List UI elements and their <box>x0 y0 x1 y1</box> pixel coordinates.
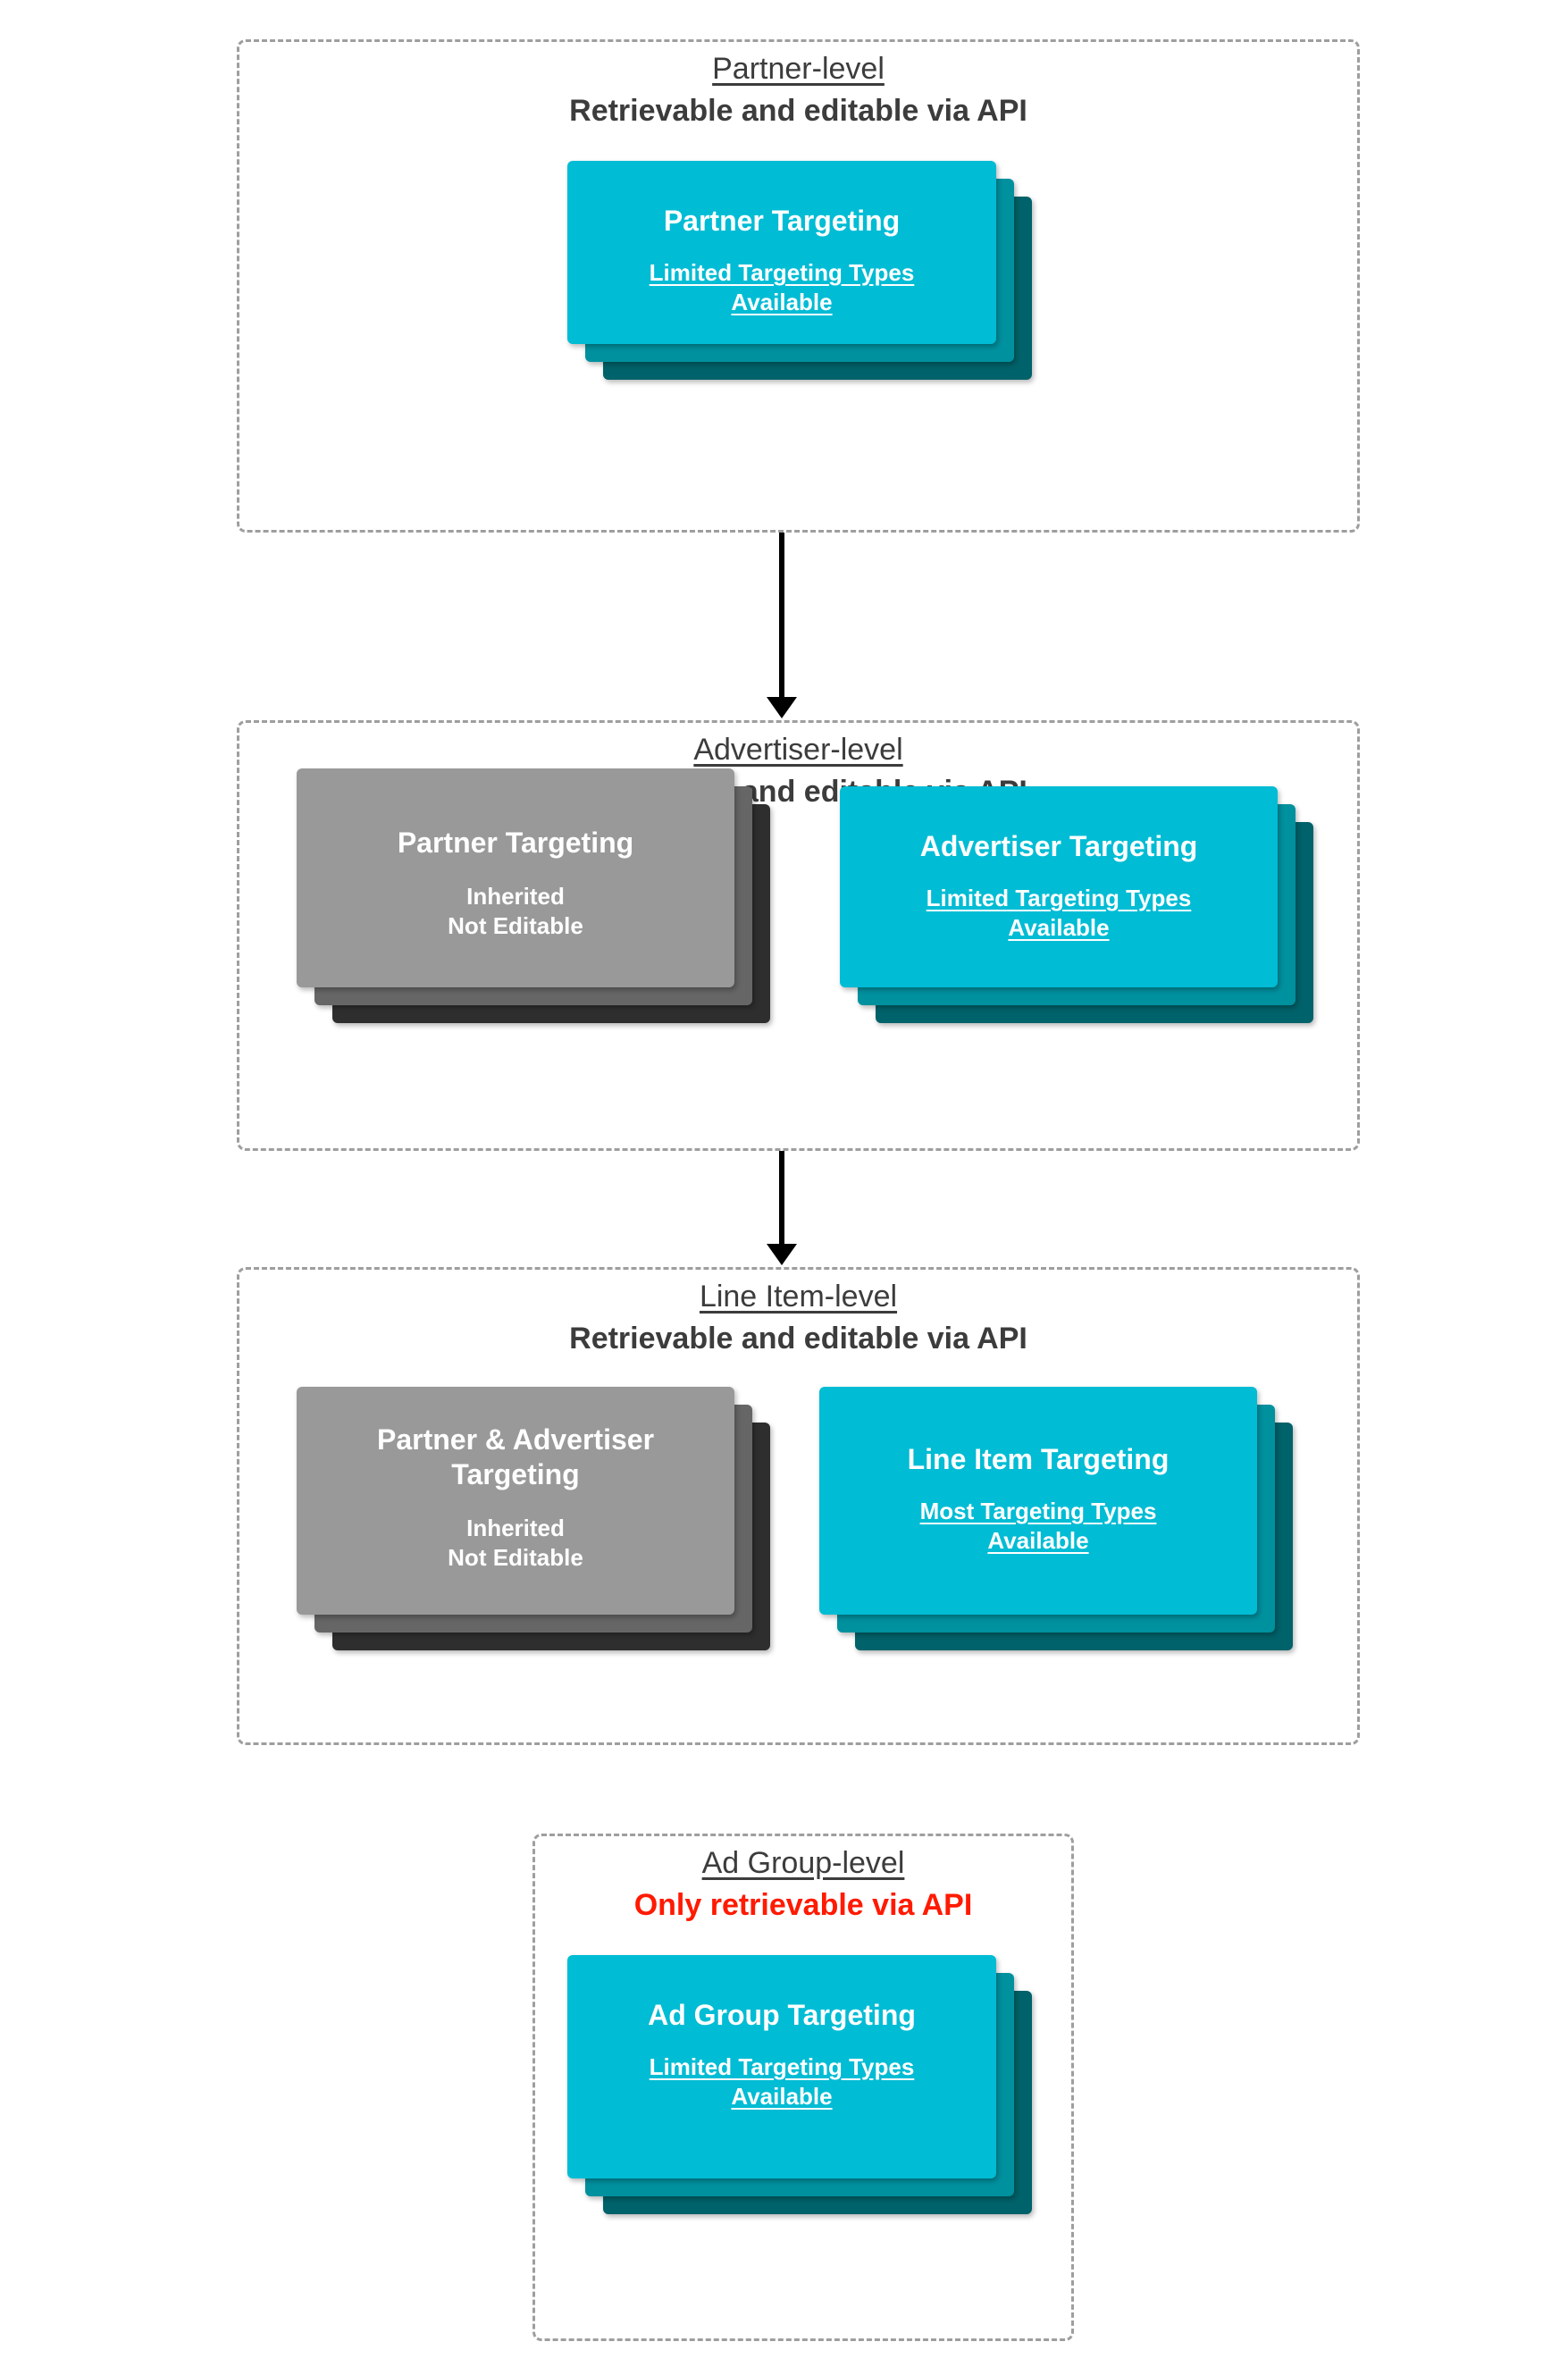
card-ad-group-targeting[interactable]: Ad Group Targeting Limited Targeting Typ… <box>567 1955 996 2178</box>
card-subtitle: Limited Targeting Types Available <box>926 885 1192 942</box>
card-stack-inherited-partner-targeting: Partner Targeting Inherited Not Editable <box>297 768 770 1028</box>
card-inherited-partner-advertiser-targeting[interactable]: Partner & Advertiser Targeting Inherited… <box>297 1387 734 1615</box>
level-heading-partner: Partner-level Retrievable and editable v… <box>237 50 1360 130</box>
card-stack-advertiser-targeting: Advertiser Targeting Limited Targeting T… <box>840 786 1313 1028</box>
level-container-line-item <box>237 1267 1360 1745</box>
card-title: Partner & Advertiser Targeting <box>376 1423 655 1491</box>
card-subtitle: Most Targeting Types Available <box>919 1498 1157 1555</box>
card-inherited-partner-targeting[interactable]: Partner Targeting Inherited Not Editable <box>297 768 734 987</box>
card-stack-ad-group-targeting: Ad Group Targeting Limited Targeting Typ… <box>567 1955 1032 2223</box>
card-stack-inherited-partner-advertiser-targeting: Partner & Advertiser Targeting Inherited… <box>297 1387 770 1655</box>
card-stack-partner-targeting: Partner Targeting Limited Targeting Type… <box>567 161 1032 380</box>
card-title: Partner Targeting <box>397 827 634 859</box>
connector-partner-to-advertiser <box>779 533 784 699</box>
level-heading-ad-group: Ad Group-level Only retrievable via API <box>532 1844 1074 1925</box>
level-name-partner: Partner-level <box>712 52 885 86</box>
card-stack-line-item-targeting: Line Item Targeting Most Targeting Types… <box>819 1387 1293 1655</box>
level-status-partner: Retrievable and editable via API <box>569 93 1027 128</box>
card-subtitle: Limited Targeting Types Available <box>649 259 915 316</box>
level-name-line-item: Line Item-level <box>699 1280 898 1314</box>
level-container-partner <box>237 39 1360 533</box>
level-container-advertiser <box>237 720 1360 1151</box>
level-name-ad-group: Ad Group-level <box>701 1846 905 1880</box>
level-container-ad-group <box>532 1834 1074 2341</box>
card-line-item-targeting[interactable]: Line Item Targeting Most Targeting Types… <box>819 1387 1257 1615</box>
card-title: Partner Targeting <box>663 205 901 237</box>
card-advertiser-targeting[interactable]: Advertiser Targeting Limited Targeting T… <box>840 786 1278 987</box>
level-name-advertiser: Advertiser-level <box>693 733 903 767</box>
card-title: Advertiser Targeting <box>919 830 1198 862</box>
card-partner-targeting[interactable]: Partner Targeting Limited Targeting Type… <box>567 161 996 344</box>
card-subtitle: Inherited Not Editable <box>448 883 583 940</box>
connector-advertiser-to-line-item <box>779 1151 784 1246</box>
card-title: Ad Group Targeting <box>648 1999 916 2031</box>
level-status-line-item: Retrievable and editable via API <box>569 1321 1027 1356</box>
card-subtitle: Limited Targeting Types Available <box>649 2053 915 2111</box>
level-heading-line-item: Line Item-level Retrievable and editable… <box>237 1278 1360 1358</box>
card-subtitle: Inherited Not Editable <box>448 1515 583 1572</box>
level-status-ad-group: Only retrievable via API <box>633 1887 973 1922</box>
card-title: Line Item Targeting <box>907 1443 1170 1475</box>
